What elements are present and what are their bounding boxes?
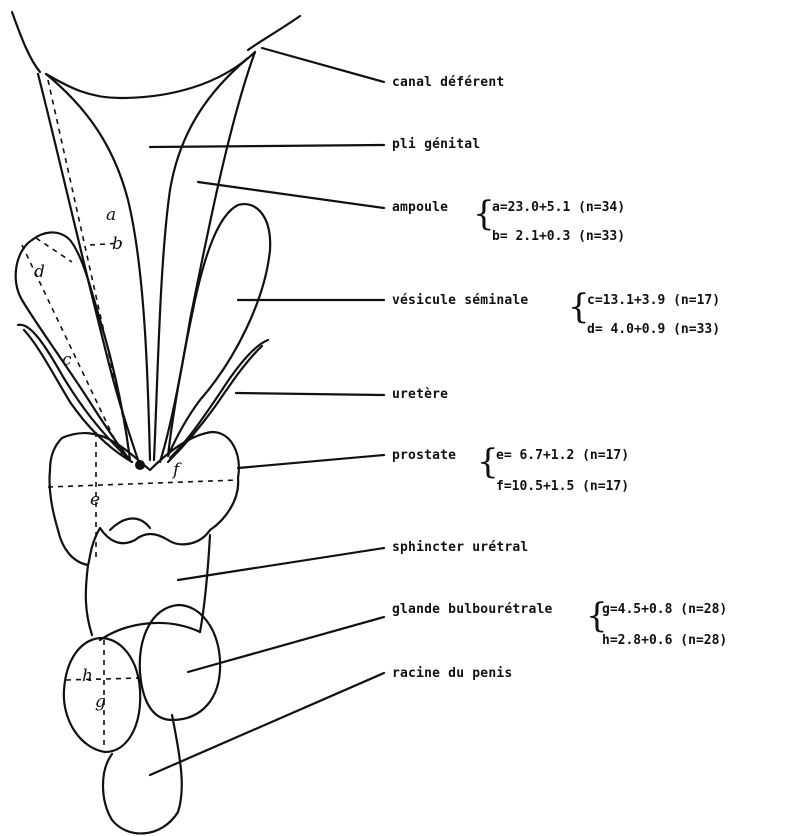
label-racine-du-penis: racine du penis (392, 666, 512, 681)
left-ampoule-outer (38, 74, 138, 460)
left-ampoule-inner (46, 74, 150, 460)
letter-d: d (34, 262, 45, 282)
penis-root (103, 715, 182, 833)
label-prostate: prostate (392, 448, 456, 463)
letter-h: h (82, 666, 93, 686)
label-ampoule: ampoule (392, 200, 448, 215)
leader-canal (262, 48, 384, 82)
measure-b: b= 2.1+0.3 (n=33) (492, 229, 625, 244)
dim-f (48, 480, 238, 487)
measure-e: e= 6.7+1.2 (n=17) (496, 448, 629, 463)
measure-a: a=23.0+5.1 (n=34) (492, 200, 625, 215)
label-pli-genital: pli génital (392, 137, 480, 152)
prostate-lobe-line (110, 518, 150, 530)
label-vesicule-seminale: vésicule séminale (392, 293, 528, 308)
letter-c: c (62, 350, 72, 370)
prostate-center (135, 460, 145, 470)
sphincter-left (86, 565, 92, 635)
measure-d: d= 4.0+0.9 (n=33) (587, 322, 720, 337)
genital-fold-top (46, 52, 255, 98)
letter-a: a (106, 205, 116, 225)
measure-c: c=13.1+3.9 (n=17) (587, 293, 720, 308)
measure-g: g=4.5+0.8 (n=28) (602, 602, 727, 617)
leader-ampoule (198, 182, 384, 208)
letter-f: f (173, 460, 179, 480)
label-sphincter-uretral: sphincter urétral (392, 540, 528, 555)
label-canal-deferent: canal déférent (392, 75, 504, 90)
letter-b: b (112, 234, 123, 254)
leader-pli (150, 145, 384, 147)
dim-h (66, 678, 140, 680)
label-glande-bulbouretrale: glande bulbourétrale (392, 602, 553, 617)
leader-prostate (238, 455, 384, 468)
letter-g: g (95, 692, 106, 712)
right-bulbourethral-gland (140, 605, 220, 720)
label-uretere: uretère (392, 387, 448, 402)
leader-racine (150, 673, 384, 775)
right-seminal-vesicle (168, 204, 270, 456)
leader-uretere (236, 393, 384, 395)
dim-d (36, 238, 72, 262)
right-top-arc (248, 16, 300, 50)
left-top-arc (12, 12, 40, 72)
measure-f: f=10.5+1.5 (n=17) (496, 479, 629, 494)
letter-e: e (90, 490, 100, 510)
measure-h: h=2.8+0.6 (n=28) (602, 633, 727, 648)
